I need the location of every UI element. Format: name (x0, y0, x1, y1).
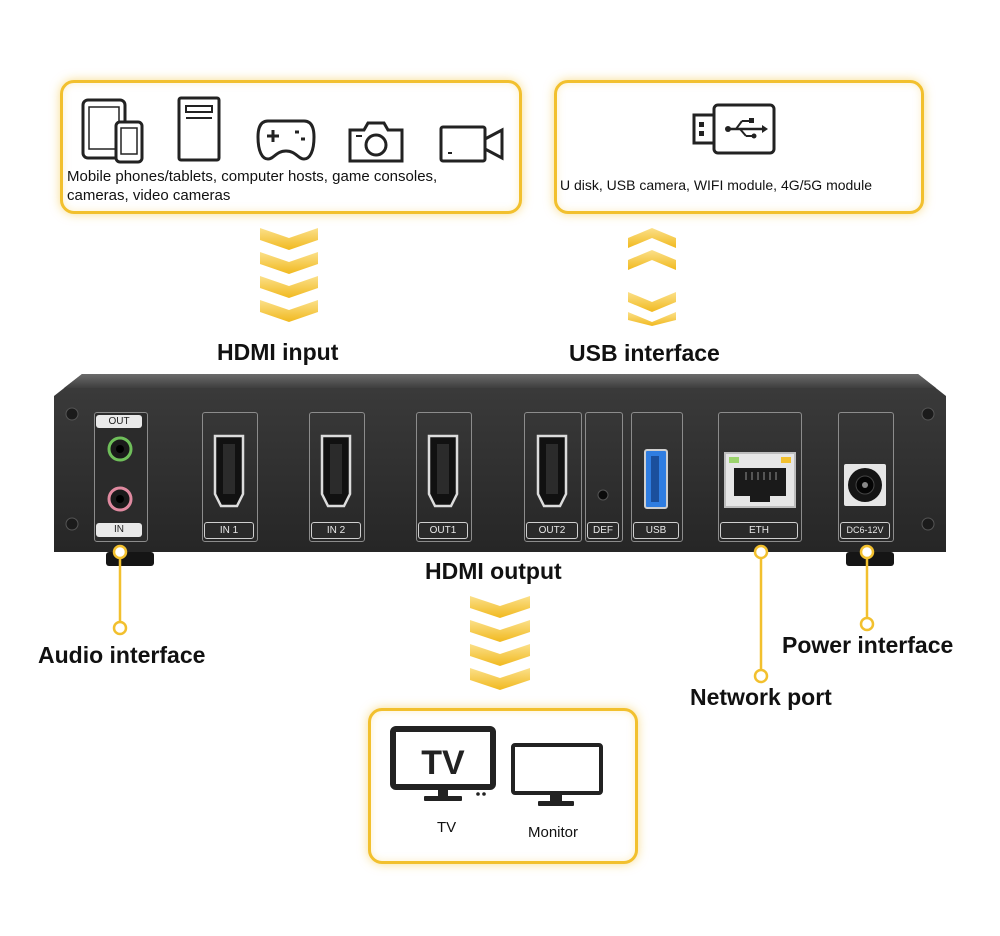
hdmi-output-label: HDMI output (425, 558, 562, 584)
dc-power-jack[interactable] (842, 462, 888, 508)
audio-in-jack[interactable] (107, 486, 133, 512)
camera-icon (348, 121, 404, 163)
usb-box-text: U disk, USB camera, WIFI module, 4G/5G m… (560, 177, 872, 193)
hdmi-in1-label: IN 1 (204, 522, 254, 539)
hdmi-out2-panel (524, 412, 582, 542)
power-interface-label: Power interface (782, 632, 954, 658)
network-port-label: Network port (690, 684, 832, 710)
audio-out-jack[interactable] (107, 436, 133, 462)
audio-panel (94, 412, 148, 542)
sources-text-line2: cameras, video cameras (67, 187, 231, 204)
audio-in-label: IN (96, 523, 142, 537)
hdmi-out1-panel (416, 412, 472, 542)
usb-box (554, 80, 924, 214)
monitor-label: Monitor (528, 824, 579, 841)
usb-port-label: USB (633, 522, 679, 539)
hdmi-in1-panel (202, 412, 258, 542)
eth-label: ETH (720, 522, 798, 539)
hdmi-input-arrow (260, 228, 318, 322)
usb-interface-label: USB interface (569, 340, 720, 366)
device-chassis (54, 374, 946, 566)
hdmi-output-arrow (470, 596, 530, 690)
power-panel (838, 412, 894, 542)
hdmi-in2-port[interactable] (320, 434, 352, 508)
def-reset-button[interactable] (596, 488, 610, 502)
tv-icon: TV (390, 726, 496, 801)
def-label: DEF (587, 522, 619, 539)
computer-tower-icon (177, 96, 221, 162)
usb-interface-arrow (628, 228, 676, 326)
hdmi-out2-label: OUT2 (526, 522, 578, 539)
video-camera-icon (439, 125, 504, 163)
eth-panel (718, 412, 802, 542)
hdmi-out2-port[interactable] (536, 434, 568, 508)
monitor-icon (511, 743, 603, 806)
ethernet-port[interactable] (724, 452, 796, 508)
def-panel (585, 412, 623, 542)
power-label: DC6-12V (840, 522, 890, 539)
hdmi-input-label: HDMI input (217, 339, 339, 365)
hdmi-in2-panel (309, 412, 365, 542)
tv-screen-text: TV (421, 744, 465, 782)
usb-panel (631, 412, 683, 542)
usb-drive-icon (692, 103, 776, 155)
audio-interface-label: Audio interface (38, 642, 206, 668)
tv-label: TV (437, 819, 457, 836)
usb-port[interactable] (643, 448, 669, 510)
gamepad-icon (256, 119, 316, 161)
sources-text-line1: Mobile phones/tablets, computer hosts, g… (67, 168, 438, 185)
hdmi-in2-label: IN 2 (311, 522, 361, 539)
hdmi-out1-label: OUT1 (418, 522, 468, 539)
hdmi-out1-port[interactable] (427, 434, 459, 508)
tablet-phone-icon (81, 98, 144, 164)
hdmi-in1-port[interactable] (213, 434, 245, 508)
audio-out-label: OUT (96, 415, 142, 428)
